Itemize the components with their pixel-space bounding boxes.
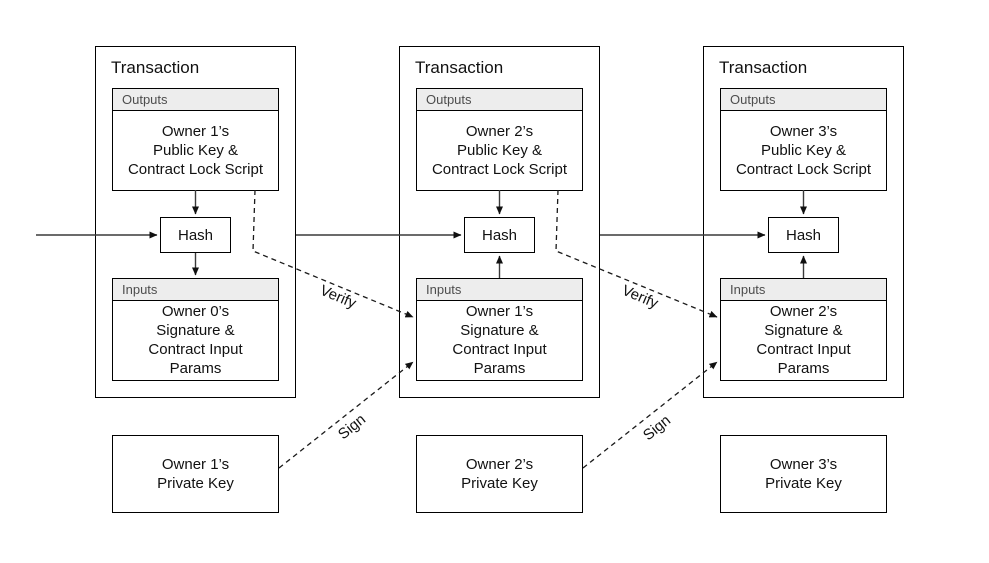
outputs-panel: Outputs Owner 1’s Public Key & Contract …: [112, 88, 279, 191]
inputs-header: Inputs: [417, 279, 582, 301]
hash-box: Hash: [464, 217, 535, 253]
outputs-body: Owner 3’s Public Key & Contract Lock Scr…: [735, 122, 872, 178]
inputs-header: Inputs: [721, 279, 886, 301]
inputs-panel: Inputs Owner 1’s Signature & Contract In…: [416, 278, 583, 381]
outputs-header: Outputs: [113, 89, 278, 111]
outputs-panel: Outputs Owner 2’s Public Key & Contract …: [416, 88, 583, 191]
private-key-box-1: Owner 1’s Private Key: [112, 435, 279, 513]
inputs-body: Owner 1’s Signature & Contract Input Par…: [452, 303, 547, 377]
verify-label-2: Verify: [619, 281, 661, 313]
outputs-body: Owner 1’s Public Key & Contract Lock Scr…: [127, 122, 264, 178]
transaction-box-3: Transaction Outputs Owner 3’s Public Key…: [703, 46, 904, 398]
inputs-body: Owner 0’s Signature & Contract Input Par…: [148, 303, 243, 377]
inputs-panel: Inputs Owner 2’s Signature & Contract In…: [720, 278, 887, 381]
transaction-title: Transaction: [415, 58, 504, 77]
inputs-body: Owner 2’s Signature & Contract Input Par…: [756, 303, 851, 377]
transaction-box-2: Transaction Outputs Owner 2’s Public Key…: [399, 46, 600, 398]
sign-arrow-pk1-to-tx2-inputs: [278, 361, 414, 469]
verify-label-1: Verify: [317, 281, 359, 313]
hash-box: Hash: [768, 217, 839, 253]
private-key-box-3: Owner 3’s Private Key: [720, 435, 887, 513]
sign-arrow-pk2-to-tx3-inputs: [582, 361, 718, 469]
inputs-header: Inputs: [113, 279, 278, 301]
hash-box: Hash: [160, 217, 231, 253]
outputs-header: Outputs: [417, 89, 582, 111]
transaction-title: Transaction: [719, 58, 808, 77]
sign-label-1: Sign: [334, 410, 370, 444]
outputs-header: Outputs: [721, 89, 886, 111]
sign-label-2: Sign: [639, 411, 675, 445]
private-key-box-2: Owner 2’s Private Key: [416, 435, 583, 513]
outputs-body: Owner 2’s Public Key & Contract Lock Scr…: [431, 122, 568, 178]
transaction-title: Transaction: [111, 58, 200, 77]
transaction-box-1: Transaction Outputs Owner 1’s Public Key…: [95, 46, 296, 398]
outputs-panel: Outputs Owner 3’s Public Key & Contract …: [720, 88, 887, 191]
inputs-panel: Inputs Owner 0’s Signature & Contract In…: [112, 278, 279, 381]
